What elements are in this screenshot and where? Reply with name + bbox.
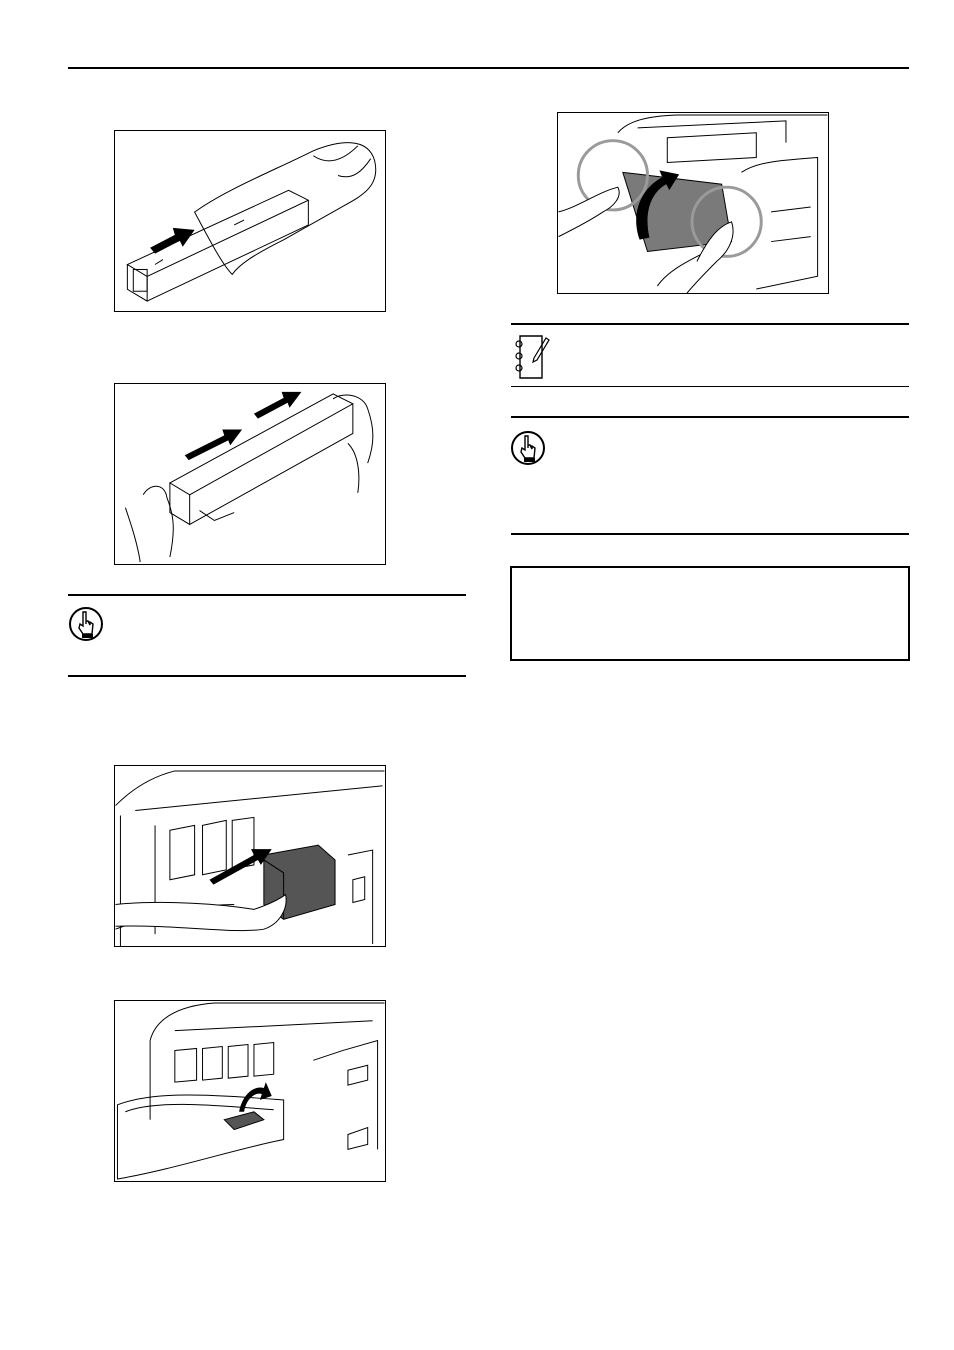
important-bottom-rule-right bbox=[511, 533, 909, 535]
close-cover-arrow-icon bbox=[636, 170, 680, 240]
toner-container-insert-illustration bbox=[114, 765, 386, 947]
toner-container-remove-bag-illustration bbox=[114, 130, 386, 312]
header-rule bbox=[68, 67, 909, 69]
info-box bbox=[510, 566, 910, 661]
illustration-svg bbox=[116, 1002, 385, 1180]
lever-arrow-icon bbox=[239, 1082, 272, 1112]
lever-shape bbox=[223, 1111, 265, 1131]
illustration-svg bbox=[558, 114, 828, 293]
pointing-hand-icon bbox=[510, 427, 546, 469]
shake-right-arrow-icon bbox=[253, 391, 302, 419]
illustration-svg bbox=[115, 770, 385, 946]
illustration-svg bbox=[126, 142, 377, 302]
note-top-rule bbox=[511, 323, 909, 325]
highlight-circle-left bbox=[576, 139, 649, 212]
toner-lever-lock-illustration bbox=[114, 1000, 386, 1182]
shake-left-arrow-icon bbox=[184, 429, 243, 461]
important-top-rule-right bbox=[511, 416, 909, 418]
important-top-rule bbox=[68, 594, 466, 596]
push-arrow-icon bbox=[150, 227, 195, 254]
insert-arrow-icon bbox=[209, 849, 272, 885]
pointing-hand-icon bbox=[68, 604, 104, 644]
toner-container-shake-illustration bbox=[114, 383, 386, 565]
front-cover-close-illustration bbox=[557, 112, 829, 294]
important-bottom-rule bbox=[68, 675, 466, 677]
illustration-svg bbox=[124, 391, 374, 563]
highlight-circle-right bbox=[690, 185, 763, 258]
note-bottom-rule bbox=[511, 386, 909, 387]
notepad-pencil-icon bbox=[512, 332, 550, 382]
